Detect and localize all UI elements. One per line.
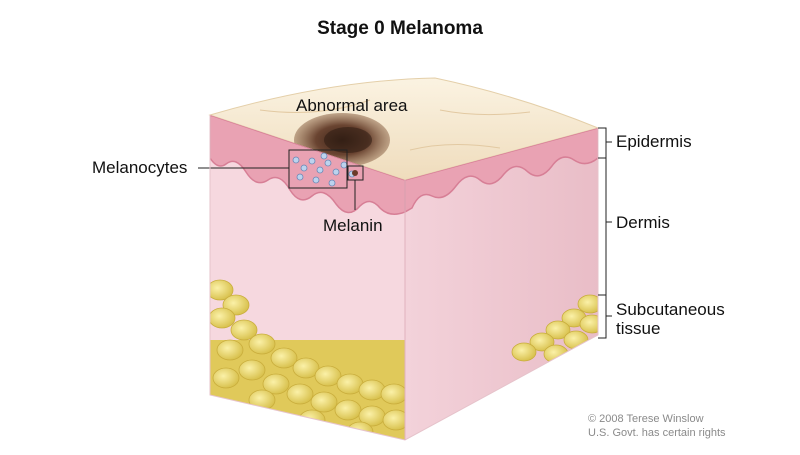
melanocyte-cell	[296, 173, 304, 181]
fat-cell	[314, 365, 342, 387]
melanocyte-cell	[332, 168, 340, 176]
copyright-line1: © 2008 Terese Winslow	[588, 413, 704, 425]
fat-cell	[270, 347, 298, 369]
copyright-notice: © 2008 Terese Winslow U.S. Govt. has cer…	[588, 412, 726, 441]
subcutaneous-label-line2: tissue	[616, 319, 661, 338]
fat-cell	[298, 409, 326, 431]
epidermis-bracket	[598, 127, 612, 159]
melanocytes-callout-box	[288, 149, 348, 189]
fat-cell	[212, 367, 240, 389]
lesion-core	[324, 127, 372, 153]
epidermis-front	[210, 115, 405, 215]
melanocyte-cell	[320, 152, 328, 160]
melanocytes-label: Melanocytes	[92, 158, 188, 177]
subcutaneous-bracket	[598, 294, 612, 339]
skin-surface	[208, 77, 600, 181]
fat-cell	[292, 357, 320, 379]
abnormal-area-label: Abnormal area	[296, 96, 408, 115]
melanocyte-cell	[340, 161, 348, 169]
fat-cell	[286, 383, 314, 405]
fat-cell	[380, 383, 405, 405]
melanocyte-cell	[328, 179, 336, 187]
fat-cell	[545, 320, 571, 340]
melanin-label: Melanin	[323, 216, 383, 235]
diagram-title: Stage 0 Melanoma	[317, 18, 483, 39]
melanocyte-cell	[316, 166, 324, 174]
fat-cell	[262, 373, 290, 395]
epidermis-side	[405, 128, 598, 214]
dermis-side-face	[405, 128, 598, 440]
subcutaneous-label-line1: Subcutaneous	[616, 300, 725, 319]
fat-cell	[577, 294, 598, 314]
dermis-label: Dermis	[616, 213, 670, 232]
melanocyte-cell	[308, 157, 316, 165]
surface-wrinkle	[439, 109, 531, 116]
fat-cell	[216, 339, 244, 361]
fat-cell	[579, 314, 598, 334]
surface-wrinkle	[259, 99, 371, 113]
melanocyte-cell	[300, 164, 308, 172]
copyright-line2: U.S. Govt. has certain rights	[588, 427, 726, 440]
melanocyte-cluster	[292, 152, 356, 187]
fat-cell	[543, 344, 569, 364]
fat-cell	[238, 359, 266, 381]
melanocyte-cell	[292, 156, 300, 164]
fat-cell	[563, 330, 589, 350]
dermis-bracket	[598, 157, 612, 296]
fat-cell	[310, 391, 338, 413]
melanocyte-cell	[312, 176, 320, 184]
melanocyte-cell	[324, 159, 332, 167]
melanin-granule	[352, 170, 358, 176]
epidermis-label: Epidermis	[616, 132, 692, 151]
fat-cell	[334, 399, 362, 421]
fat-cell	[529, 332, 555, 352]
fat-cell	[382, 409, 405, 431]
fat-cell	[210, 307, 236, 329]
surface-wrinkle	[409, 143, 501, 151]
fat-cell	[230, 319, 258, 341]
fat-cell	[210, 279, 234, 301]
fat-cell	[358, 379, 386, 401]
fat-cell	[248, 333, 276, 355]
fat-cell	[511, 342, 537, 362]
